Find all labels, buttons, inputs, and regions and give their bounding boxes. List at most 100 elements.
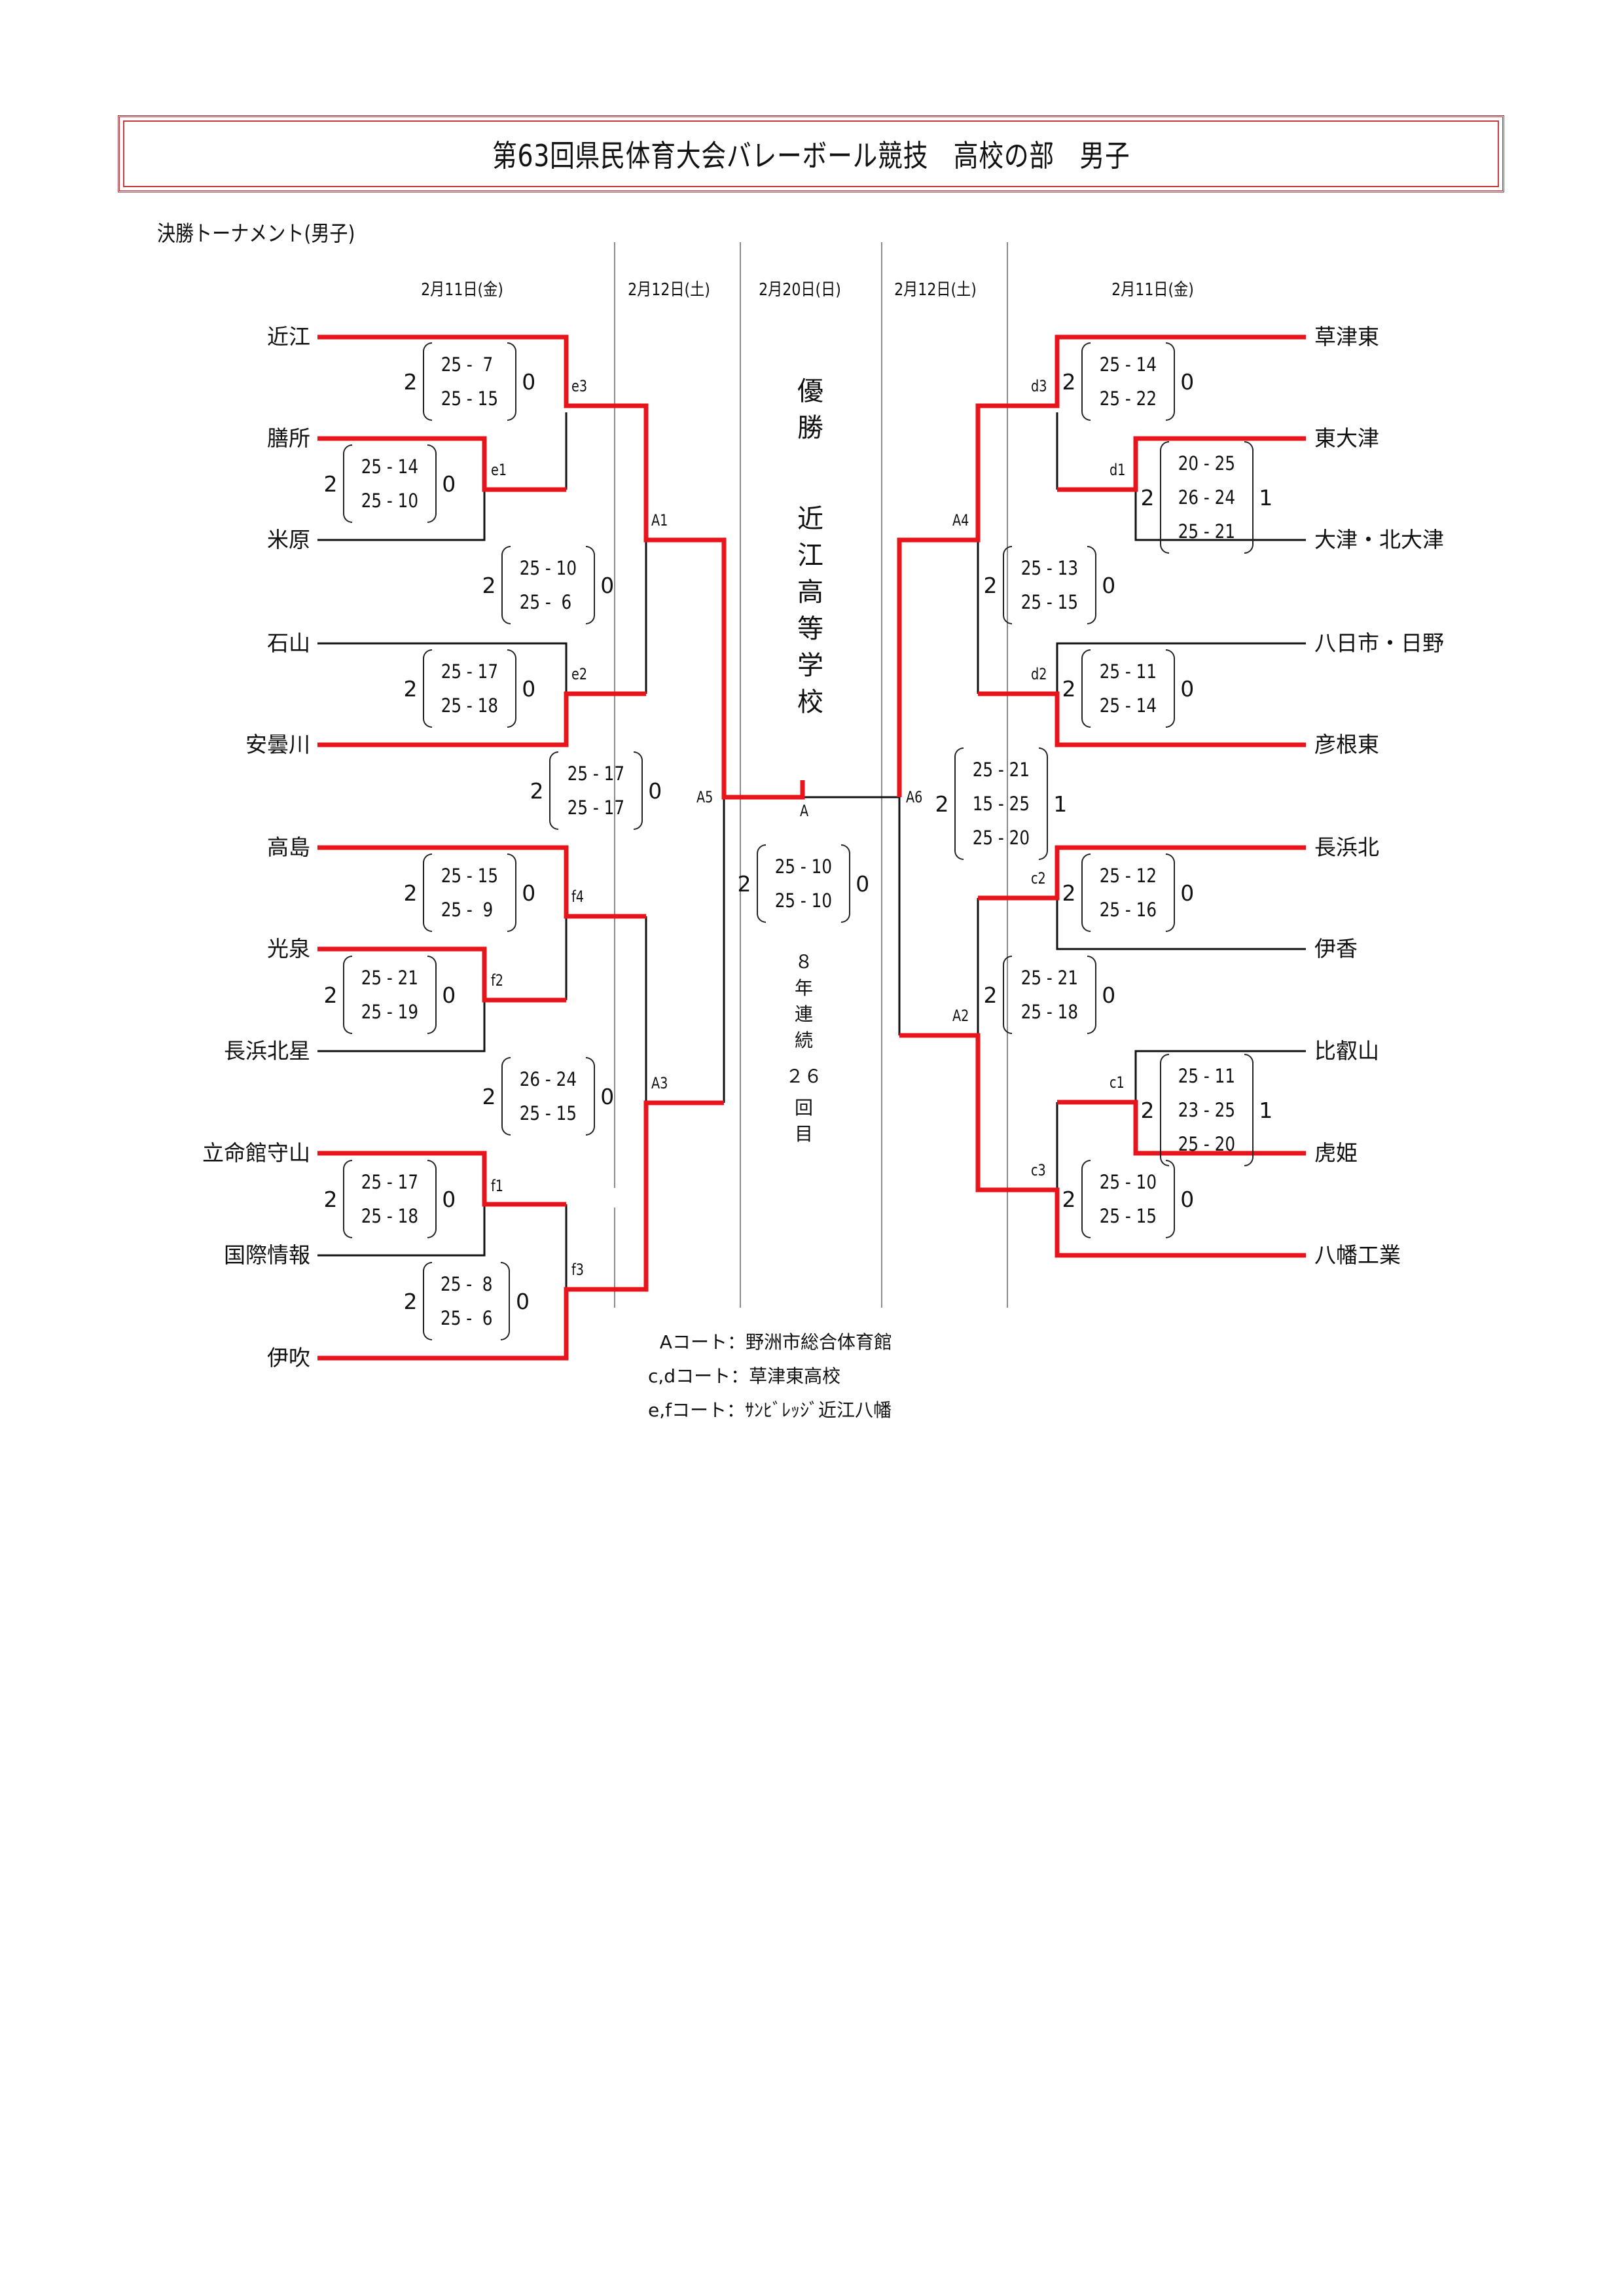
team-left-4: 石山 [267, 630, 310, 656]
char: 等 [797, 614, 823, 644]
score-A4: 2 25 - 13 25 - 15 0 [981, 546, 1119, 624]
set-score: 25 - 6 [519, 591, 572, 613]
team-right-2: 東大津 [1314, 425, 1379, 451]
set-score: 25 - 21 [972, 759, 1030, 781]
loser-sets: 0 [1180, 675, 1195, 702]
loser-sets: 0 [1102, 982, 1116, 1008]
char: ８ [794, 951, 813, 973]
winner-sets: 2 [323, 1186, 338, 1212]
set-score: 25 - 17 [361, 1171, 419, 1193]
set-scores: 25 - 15 25 - 9 [420, 853, 519, 932]
set-score: 25 - 15 [441, 387, 499, 410]
set-score: 25 - 17 [441, 660, 499, 683]
set-score: 23 - 25 [1178, 1099, 1236, 1121]
score-c1: 2 25 - 11 23 - 25 25 - 20 1 [1138, 1054, 1276, 1166]
score-d1: 2 20 - 25 26 - 24 25 - 21 1 [1138, 441, 1276, 554]
date-left-round1: 2月11日(金) [421, 280, 503, 300]
set-scores: 25 - 10 25 - 15 [1079, 1160, 1178, 1238]
loser-sets: 0 [856, 870, 870, 897]
score-f1: 2 25 - 17 25 - 18 0 [321, 1160, 459, 1238]
path-winner-torahime [1057, 1100, 1306, 1156]
team-right-10: 八幡工業 [1314, 1242, 1401, 1268]
team-right-3: 大津・北大津 [1314, 527, 1444, 552]
set-score: 25 - 20 [1178, 1133, 1236, 1155]
loser-sets: 0 [1102, 572, 1116, 598]
winner-sets: 2 [1062, 1186, 1076, 1212]
set-score: 25 - 21 [1020, 967, 1079, 989]
path-winner-ritsumeikan [317, 1151, 566, 1207]
team-left-3: 米原 [267, 527, 310, 552]
char: 校 [797, 687, 823, 717]
score-e1: 2 25 - 14 25 - 10 0 [321, 444, 459, 523]
set-scores: 20 - 25 26 - 24 25 - 21 [1157, 441, 1256, 554]
match-code-A6: A6 [906, 788, 923, 806]
match-code-A5: A5 [696, 788, 713, 806]
winner-sets: 2 [1062, 675, 1076, 702]
path-winner-higashiotsu [1057, 436, 1306, 492]
set-score: 25 - 10 [774, 889, 833, 912]
team-right-7: 伊香 [1314, 936, 1358, 961]
set-scores: 25 - 14 25 - 10 [340, 444, 439, 523]
set-scores: 25 - 11 23 - 25 25 - 20 [1157, 1054, 1256, 1166]
loser-sets: 0 [600, 572, 615, 598]
path-loser-d1 [1134, 490, 1306, 541]
path-loser-f1 [317, 1204, 486, 1257]
loser-sets: 0 [600, 1083, 615, 1109]
set-score: 25 - 15 [1020, 591, 1079, 613]
path-winner-nagahamakita [978, 845, 1306, 901]
score-e3: 2 25 - 7 25 - 15 0 [401, 342, 539, 421]
loser-sets: 1 [1259, 484, 1273, 511]
date-left-round2: 2月12日(土) [628, 280, 710, 300]
set-score: 25 - 13 [1020, 557, 1079, 579]
team-right-1: 草津東 [1314, 324, 1379, 350]
team-left-10: 国際情報 [224, 1242, 310, 1268]
match-code-e2: e2 [571, 665, 588, 683]
score-f2: 2 25 - 21 25 - 19 0 [321, 956, 459, 1034]
path-winner-hikonehigashi [978, 691, 1306, 747]
team-left-8: 長浜北星 [224, 1038, 310, 1064]
court-note: c,dコート：草津東高校 [648, 1365, 841, 1387]
winner-sets: 2 [935, 791, 949, 817]
winner-sets: 2 [1062, 368, 1076, 395]
path-loser-e2 [317, 642, 568, 694]
loser-sets: 0 [522, 368, 536, 395]
champion-label: 優 勝 [791, 373, 830, 446]
winner-sets: 2 [403, 368, 418, 395]
team-left-5: 安曇川 [245, 732, 310, 757]
set-scores: 25 - 17 25 - 17 [547, 751, 645, 830]
path-winner-hachimankogyo [899, 1033, 1306, 1258]
loser-sets: 0 [1180, 1186, 1195, 1212]
set-score: 25 - 10 [1099, 1171, 1157, 1193]
match-code-c2: c2 [1031, 869, 1046, 888]
date-final: 2月20日(日) [759, 280, 841, 300]
court-note: e,fコート：ｻﾝﾋﾞﾚｯｼﾞ近江八幡 [648, 1399, 892, 1421]
court-note: Aコート：野洲市総合体育館 [648, 1331, 892, 1353]
loser-sets: 0 [522, 675, 536, 702]
set-score: 25 - 14 [1099, 694, 1157, 717]
loser-sets: 0 [442, 982, 456, 1008]
date-right-round2: 2月12日(土) [894, 280, 977, 300]
match-code-final: A [800, 802, 809, 820]
team-right-5: 彦根東 [1314, 732, 1379, 757]
loser-sets: 0 [648, 778, 662, 804]
match-code-f4: f4 [571, 888, 584, 906]
set-score: 25 - 6 [441, 1307, 493, 1329]
set-scores: 25 - 7 25 - 15 [420, 342, 519, 421]
set-score: 25 - 21 [361, 967, 419, 989]
set-scores: 25 - 10 25 - 10 [754, 844, 853, 923]
set-score: 25 - 21 [1178, 520, 1236, 543]
set-scores: 25 - 12 25 - 16 [1079, 853, 1178, 932]
set-scores: 25 - 11 25 - 14 [1079, 649, 1178, 728]
score-A2: 2 25 - 21 25 - 18 0 [981, 956, 1119, 1034]
set-scores: 25 - 13 25 - 15 [1000, 546, 1099, 624]
set-score: 25 - 18 [361, 1205, 419, 1227]
loser-sets: 0 [522, 880, 536, 906]
set-score: 25 - 18 [441, 694, 499, 717]
set-score: 25 - 14 [1099, 353, 1157, 376]
score-A6: 2 25 - 21 15 - 25 25 - 20 1 [932, 747, 1070, 860]
set-scores: 25 - 21 25 - 19 [340, 956, 439, 1034]
loser-sets: 1 [1259, 1097, 1273, 1123]
match-code-d2: d2 [1031, 665, 1047, 683]
set-scores: 26 - 24 25 - 15 [499, 1057, 598, 1136]
char: 年 [794, 977, 813, 999]
